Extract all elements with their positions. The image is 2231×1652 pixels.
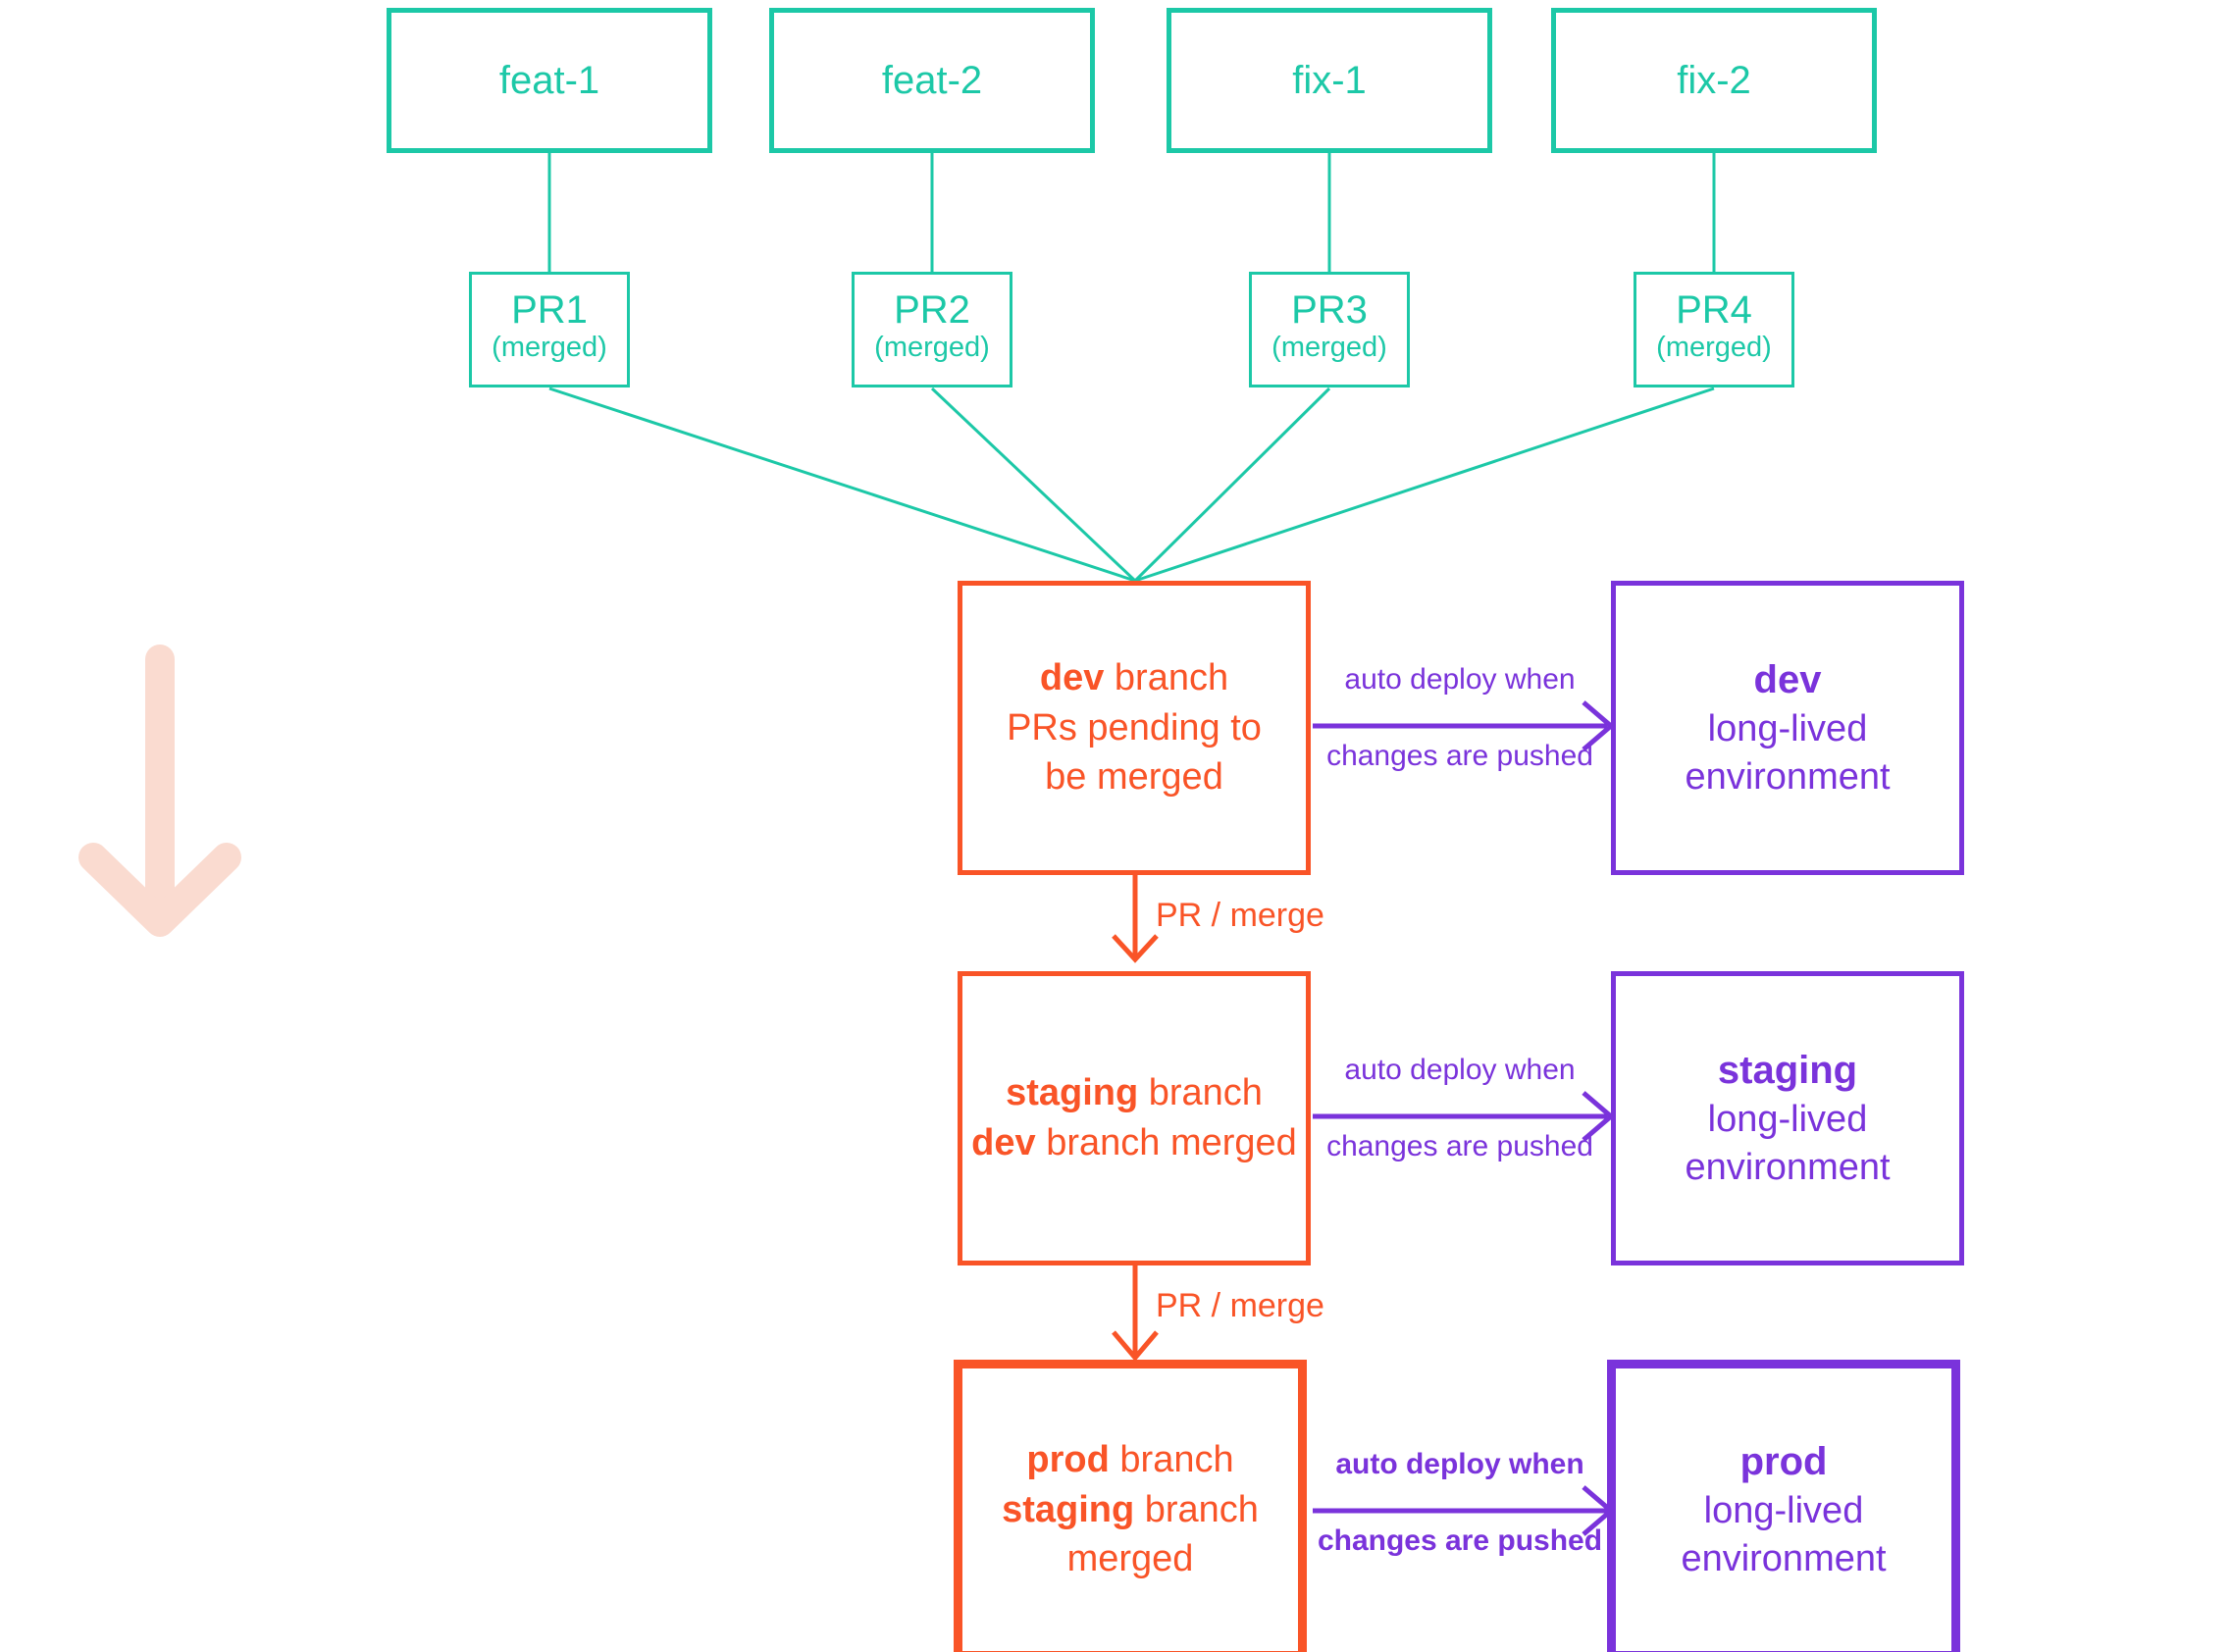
feature-branch-box-feat-1[interactable]: feat-1 (387, 8, 712, 153)
feature-branch-box-feat-2[interactable]: feat-2 (769, 8, 1095, 153)
pull-request-box-pr1[interactable]: PR1 (merged) (469, 272, 630, 387)
environment-box-prod[interactable]: prod long-lived environment (1607, 1360, 1960, 1652)
branch-description: staging branch merged (996, 1485, 1266, 1584)
branch-name: prod (1026, 1439, 1110, 1481)
feature-branch-label: feat-1 (498, 59, 600, 102)
environment-sub-2: environment (1685, 756, 1891, 798)
deploy-label-bottom-prod: changes are pushed (1317, 1524, 1603, 1557)
branch-box-staging[interactable]: staging branch dev branch merged (958, 971, 1311, 1265)
connector-pr3-dev (1133, 387, 1331, 583)
environment-sub-2: environment (1685, 1147, 1891, 1188)
branch-title: staging branch (1006, 1068, 1263, 1118)
environment-name: staging (1717, 1048, 1858, 1092)
environment-sub-1: long-lived (1707, 1098, 1868, 1140)
environment-name: prod (1739, 1439, 1828, 1483)
branch-box-prod[interactable]: prod branch staging branch merged (954, 1360, 1307, 1652)
deploy-label-top-dev: auto deploy when (1344, 663, 1576, 696)
feature-branch-label: fix-1 (1292, 59, 1367, 102)
deploy-label-bottom-dev: changes are pushed (1326, 740, 1593, 772)
pull-request-box-pr4[interactable]: PR4 (merged) (1634, 272, 1794, 387)
branch-box-dev[interactable]: dev branch PRs pending to be merged (958, 581, 1311, 875)
branch-title: dev branch (1040, 653, 1228, 703)
branch-name: dev (1039, 657, 1105, 699)
environment-sub-1: long-lived (1703, 1489, 1864, 1531)
branch-name: staging (1006, 1072, 1139, 1114)
branch-description-rest: branch merged (1035, 1122, 1297, 1163)
branch-description-bold: dev (971, 1122, 1036, 1163)
branch-description: PRs pending to be merged (1007, 706, 1262, 799)
branch-suffix: branch (1104, 657, 1229, 699)
pull-request-label: PR3 (1291, 288, 1368, 333)
feat-to-pr-connectors (547, 153, 1716, 272)
pull-request-status: (merged) (1656, 332, 1772, 364)
merge-label-staging-to-prod: PR / merge (1156, 1287, 1324, 1324)
branch-title: prod branch (1026, 1435, 1233, 1485)
environment-box-dev[interactable]: dev long-lived environment (1611, 581, 1964, 875)
feature-branch-label: feat-2 (881, 59, 983, 102)
pull-request-box-pr3[interactable]: PR3 (merged) (1249, 272, 1410, 387)
connector-pr4-dev (1134, 387, 1715, 583)
branch-description-bold: staging (1002, 1488, 1135, 1530)
connector-pr1-dev (548, 387, 1136, 583)
branch-description-rest: branch merged (1066, 1488, 1259, 1580)
feature-branch-label: fix-2 (1677, 59, 1751, 102)
deploy-label-bottom-staging: changes are pushed (1326, 1130, 1593, 1162)
pull-request-label: PR4 (1676, 288, 1752, 333)
pull-request-label: PR2 (894, 288, 970, 333)
pull-request-box-pr2[interactable]: PR2 (merged) (852, 272, 1012, 387)
deploy-label-top-prod: auto deploy when (1335, 1448, 1584, 1480)
pr-to-dev-connectors (548, 387, 1715, 583)
deploy-label-top-staging: auto deploy when (1344, 1054, 1576, 1086)
environment-sub-1: long-lived (1707, 707, 1868, 749)
feature-branch-box-fix-1[interactable]: fix-1 (1167, 8, 1492, 153)
pull-request-status: (merged) (1271, 332, 1387, 364)
pull-request-status: (merged) (492, 332, 607, 364)
pull-request-label: PR1 (511, 288, 588, 333)
pull-request-status: (merged) (874, 332, 990, 364)
branch-suffix: branch (1138, 1072, 1263, 1114)
branch-suffix: branch (1109, 1439, 1234, 1481)
flow-direction-arrow (78, 645, 241, 937)
environment-name: dev (1753, 657, 1822, 701)
environment-sub-2: environment (1681, 1538, 1887, 1579)
environment-box-staging[interactable]: staging long-lived environment (1611, 971, 1964, 1265)
branch-description: dev branch merged (971, 1118, 1297, 1168)
connector-staging-to-prod (1112, 1265, 1159, 1362)
connector-dev-to-staging (1112, 875, 1159, 963)
merge-label-dev-to-staging: PR / merge (1156, 897, 1324, 934)
connector-pr2-dev (930, 387, 1137, 583)
feature-branch-box-fix-2[interactable]: fix-2 (1551, 8, 1877, 153)
